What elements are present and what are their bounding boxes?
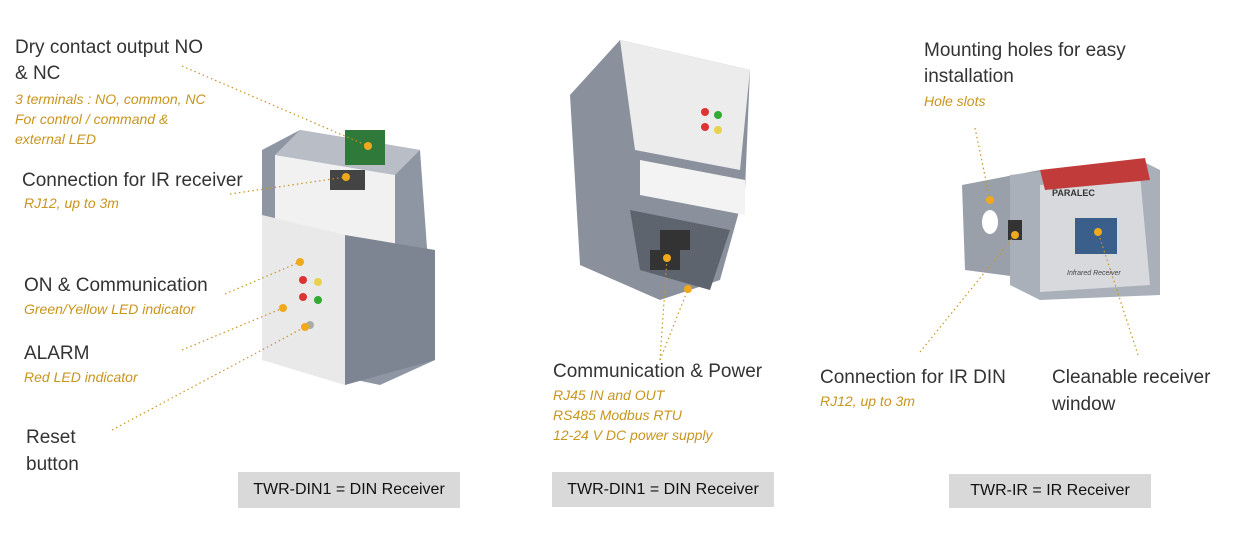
comm-power-sub-line3: 12-24 V DC power supply (553, 427, 713, 443)
caption-right: TWR-IR = IR Receiver (949, 474, 1151, 508)
caption-middle: TWR-DIN1 = DIN Receiver (552, 472, 774, 507)
ir-connection-sub: RJ12, up to 3m (24, 195, 119, 211)
ir-din-title: Connection for IR DIN (820, 367, 1006, 388)
ir-din-sub: RJ12, up to 3m (820, 393, 915, 409)
window-title-line2: window (1052, 394, 1116, 415)
mounting-title-line2: installation (924, 66, 1014, 87)
comm-power-title: Communication & Power (553, 361, 763, 382)
device-front-label: Infrared Receiver (1067, 270, 1121, 277)
ir-receiver-right-illustration (962, 158, 1160, 300)
comm-power-sub-line2: RS485 Modbus RTU (553, 407, 682, 423)
mounting-sub: Hole slots (924, 93, 986, 109)
alarm-sub: Red LED indicator (24, 369, 138, 385)
window-title-line1: Cleanable receiver (1052, 367, 1211, 388)
din-receiver-left-illustration (262, 130, 435, 385)
alarm-title: ALARM (24, 343, 90, 364)
reset-title-line2: button (26, 454, 79, 475)
reset-title-line1: Reset (26, 427, 76, 448)
dry-contact-sub-line2: For control / command & (15, 111, 169, 127)
on-comm-title: ON & Communication (24, 275, 208, 296)
dry-contact-title-line2: & NC (15, 63, 61, 84)
device-brand-label: PARALEC (1052, 188, 1095, 198)
dry-contact-title-line1: Dry contact output NO (15, 37, 203, 58)
din-receiver-middle-illustration (570, 40, 750, 300)
dry-contact-sub-line1: 3 terminals : NO, common, NC (15, 91, 206, 107)
mounting-title-line1: Mounting holes for easy (924, 40, 1126, 61)
ir-connection-title: Connection for IR receiver (22, 170, 243, 191)
caption-left: TWR-DIN1 = DIN Receiver (238, 472, 460, 508)
dry-contact-sub-line3: external LED (15, 131, 96, 147)
comm-power-sub-line1: RJ45 IN and OUT (553, 387, 665, 403)
on-comm-sub: Green/Yellow LED indicator (24, 301, 196, 317)
